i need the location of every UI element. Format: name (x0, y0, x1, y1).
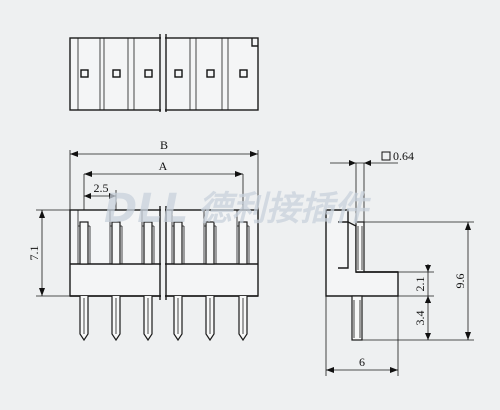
dim-a-lines (83, 173, 244, 215)
top-view-break (159, 34, 167, 112)
side-extension-lines (362, 221, 474, 341)
side-view-pin-bottom-detail (353, 300, 361, 338)
dim-side-a-label: 2.1 (413, 277, 427, 292)
top-pin-square (239, 69, 248, 78)
dim-pin-square-arrows (349, 160, 371, 166)
front-pin-upper (111, 221, 121, 265)
side-view-pin-bottom (351, 295, 363, 341)
dim-b-lines (69, 150, 259, 210)
top-pin-square (112, 69, 121, 78)
front-pin-upper (205, 221, 215, 265)
dim-pitch-label: 2.5 (94, 181, 109, 195)
top-pin-square (144, 69, 153, 78)
watermark-chinese: 德利接插件 (198, 189, 372, 229)
top-pin-square (174, 69, 183, 78)
front-pin-upper (173, 221, 183, 265)
dim-pitch-arrows (84, 193, 116, 199)
dim-side-b-label: 3.4 (413, 311, 427, 326)
side-view-notch (338, 221, 349, 269)
side-view-pin-vertical-detail (357, 226, 363, 270)
top-view-end-step (251, 38, 258, 47)
dim-b-label: B (160, 138, 168, 152)
top-view-ribs (77, 38, 229, 110)
dim-side-width-label: 6 (359, 355, 365, 369)
top-pin-square (206, 69, 215, 78)
watermark: DLL 德利接插件 (104, 186, 372, 232)
dim-a-label: A (159, 159, 168, 173)
front-view-pins (79, 221, 248, 342)
side-view-pin-vertical (355, 221, 365, 273)
top-pin-square (80, 69, 89, 78)
dim-height-label: 7.1 (27, 246, 41, 261)
top-view-break-gap (161, 34, 165, 114)
dim-side-width-lines (325, 296, 399, 376)
front-view-break (159, 206, 167, 300)
dim-pin-square-label: 0.64 (393, 149, 414, 163)
top-view (69, 34, 259, 114)
front-pin-upper (238, 221, 248, 265)
front-view-break-gap (161, 206, 165, 301)
top-view-pin-squares (80, 69, 248, 78)
side-view: 0.64 2.1 3.4 9.6 6 (325, 149, 474, 376)
square-symbol-icon (381, 151, 391, 161)
watermark-latin: DLL (104, 186, 188, 232)
front-pin-upper (79, 221, 89, 265)
dim-height-lines (36, 209, 70, 297)
dim-side-total-label: 9.6 (453, 274, 467, 289)
front-view: B A 2.5 7.1 (27, 138, 259, 342)
dim-side-width-arrows (326, 367, 398, 373)
front-pin-upper (143, 221, 153, 265)
